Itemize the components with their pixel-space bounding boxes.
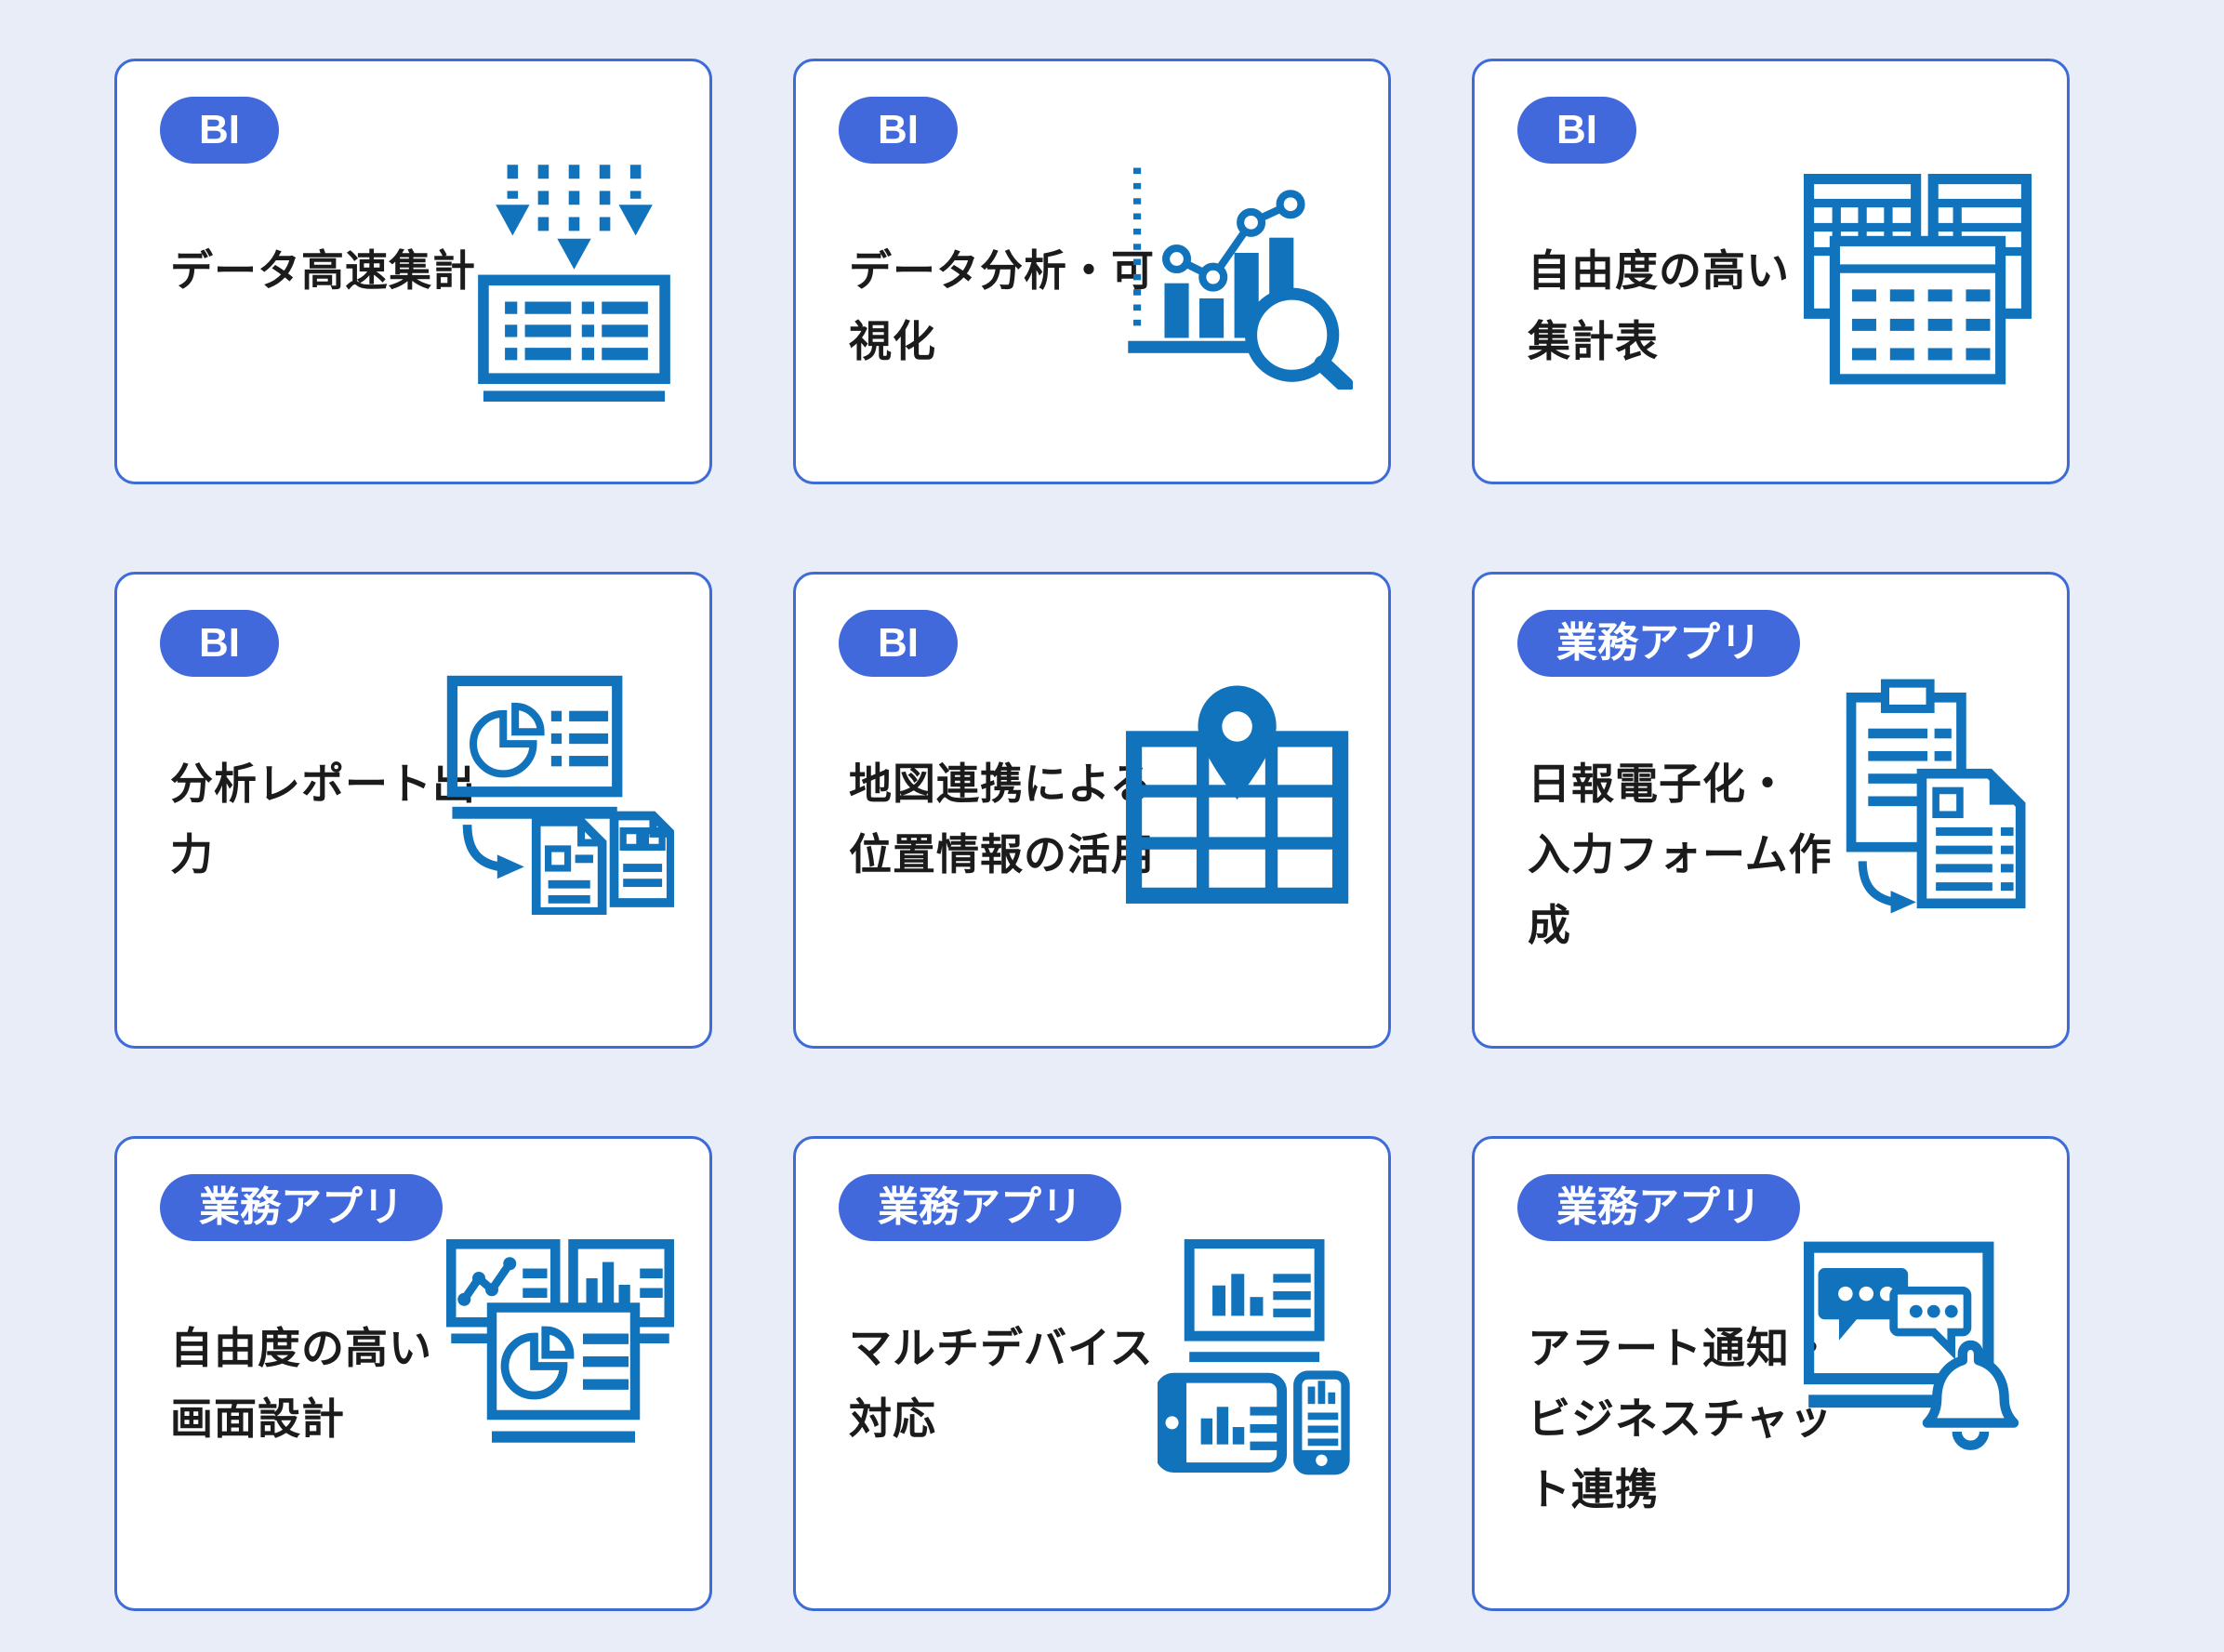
feature-card: BI データ高速集計 bbox=[114, 59, 712, 484]
category-badge: 業務アプリ bbox=[1517, 610, 1800, 677]
category-badge: BI bbox=[160, 97, 279, 164]
feature-card: 業務アプリ 自由度の高い 画面設計 bbox=[114, 1136, 712, 1611]
feature-card: 業務アプリ マルチデバイス 対応 bbox=[793, 1136, 1391, 1611]
card-title: データ高速集計 bbox=[170, 246, 476, 295]
summary-table-icon bbox=[1804, 162, 2032, 402]
feature-card: BI データ分析・可 視化 bbox=[793, 59, 1391, 484]
category-badge: BI bbox=[160, 610, 279, 677]
feature-card: BI 分析レポート出 力 bbox=[114, 572, 712, 1049]
category-badge: 業務アプリ bbox=[839, 1174, 1121, 1241]
feature-card: BI 自由度の高い 集計表 bbox=[1472, 59, 2070, 484]
category-badge: BI bbox=[1517, 97, 1636, 164]
report-export-icon bbox=[446, 675, 674, 915]
category-badge: BI bbox=[839, 97, 958, 164]
bar-chart-magnifier-icon bbox=[1125, 162, 1353, 402]
category-badge: 業務アプリ bbox=[160, 1174, 443, 1241]
card-title: データ分析・可 視化 bbox=[849, 246, 1155, 365]
card-title: 地図連携による 位置情報の活用 bbox=[849, 760, 1155, 879]
data-import-table-icon bbox=[446, 162, 674, 402]
card-title: 日報電子化・ 入力フォーム作 成 bbox=[1528, 760, 1833, 949]
card-title: 自由度の高い 集計表 bbox=[1528, 246, 1790, 365]
map-location-pin-icon bbox=[1125, 675, 1353, 915]
feature-card: 業務アプリ アラート通知・ ビジネスチャッ ト連携 bbox=[1472, 1136, 2070, 1611]
alert-chat-icon bbox=[1804, 1239, 2032, 1479]
screen-design-icon bbox=[446, 1239, 674, 1479]
category-badge: BI bbox=[839, 610, 958, 677]
card-title: マルチデバイス 対応 bbox=[849, 1324, 1154, 1443]
category-badge: 業務アプリ bbox=[1517, 1174, 1800, 1241]
daily-report-form-icon bbox=[1804, 675, 2032, 915]
feature-card: 業務アプリ 日報電子化・ 入力フォーム作 成 bbox=[1472, 572, 2070, 1049]
card-title: 自由度の高い 画面設計 bbox=[170, 1324, 432, 1443]
feature-card: BI 地図連携による 位置情報の活用 bbox=[793, 572, 1391, 1049]
card-title: アラート通知・ ビジネスチャッ ト連携 bbox=[1528, 1324, 1833, 1513]
multi-device-icon bbox=[1125, 1239, 1353, 1479]
card-title: 分析レポート出 力 bbox=[170, 760, 476, 879]
